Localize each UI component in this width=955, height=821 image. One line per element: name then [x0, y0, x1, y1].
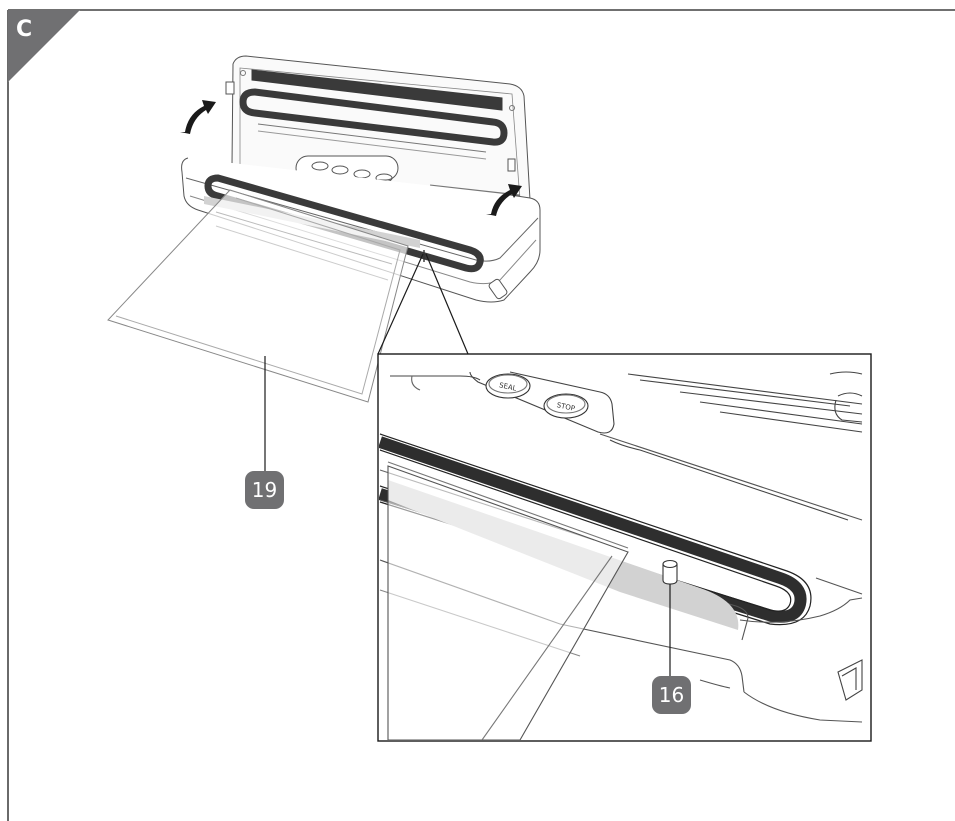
detail-console-panel	[469, 371, 615, 434]
seal-button-graphic	[485, 373, 531, 399]
callout-badge-16: 16	[652, 676, 691, 714]
lid-top-gasket	[251, 69, 503, 111]
device-base-edge	[189, 195, 537, 285]
suction-pin	[662, 559, 678, 585]
detail-bag-sheet	[387, 465, 629, 740]
detail-base-edge	[609, 439, 849, 521]
detail-bag-edge	[387, 461, 629, 549]
stop-button-label: STOP	[556, 401, 576, 413]
curved-arrow-icon	[180, 100, 216, 134]
detail-lid-bar	[627, 371, 863, 433]
detail-tray	[739, 597, 863, 623]
detail-tray	[743, 691, 863, 723]
side-release-button	[488, 278, 508, 300]
callout-badge-19: 19	[245, 471, 284, 509]
lid-detail-line	[257, 130, 487, 160]
lid-latch-left	[225, 81, 235, 95]
detail-gasket-outline	[379, 449, 792, 612]
lid-gasket-loop	[239, 88, 508, 146]
device-base-edge	[185, 177, 539, 262]
zoom-lines	[377, 253, 469, 355]
lid-screw	[509, 105, 515, 111]
curved-arrow-icon	[486, 184, 522, 216]
overview-button	[331, 165, 349, 175]
detail-tray	[699, 679, 731, 689]
detail-view: SEAL STOP	[377, 353, 872, 742]
detail-tray	[379, 499, 749, 641]
detail-console-edge	[390, 375, 481, 381]
detail-side-clip	[837, 659, 863, 701]
arrows	[180, 100, 522, 216]
detail-base-edge	[599, 433, 863, 521]
page-frame	[7, 9, 955, 821]
detail-console-edge	[411, 375, 421, 391]
detail-tray	[815, 577, 863, 595]
detail-bag-edge	[481, 555, 613, 740]
lid-latch-right	[507, 158, 516, 172]
stop-button-graphic	[543, 393, 589, 419]
overview-button	[311, 161, 329, 171]
corner-tab	[8, 10, 80, 82]
lid-screw	[240, 70, 246, 76]
detail-tray	[379, 559, 745, 693]
vacuum-bag-overview	[107, 189, 409, 403]
detail-gasket-outline	[379, 433, 812, 626]
base-gasket-loop	[204, 174, 484, 273]
seal-button-label: SEAL	[498, 381, 517, 392]
lid-detail-line	[257, 123, 487, 153]
section-letter: C	[16, 17, 33, 42]
detail-gasket	[379, 436, 807, 623]
